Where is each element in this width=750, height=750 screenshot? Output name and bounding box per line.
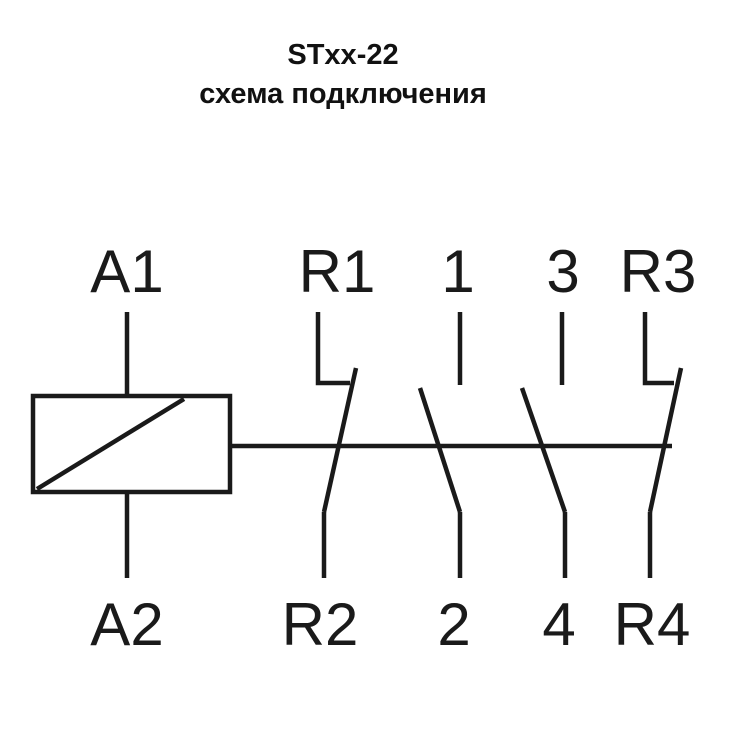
contact-r1-r2 [315,312,359,578]
contact-1-blade [417,387,463,513]
coil-symbol [30,312,233,578]
terminal-label-1: 1 [441,238,474,305]
terminal-label-r4: R4 [614,591,691,658]
contact-3-blade [519,387,568,513]
terminal-label-r1: R1 [299,238,376,305]
contact-r1-fixed-lead [315,312,350,386]
terminal-label-a1: A1 [90,238,163,305]
terminal-label-2: 2 [437,591,470,658]
contact-3-4 [519,312,568,578]
contact-r1-blade [321,367,359,513]
diagram-title-model: STxx-22 [287,39,398,71]
contact-r3-r4 [642,312,684,578]
contact-1-2 [417,312,463,578]
terminal-label-a2: A2 [90,591,163,658]
contact-r3-blade [647,367,684,513]
terminal-label-r2: R2 [282,591,359,658]
terminal-label-4: 4 [542,591,575,658]
diagram-title-subtitle: схема подключения [199,78,487,110]
coil-box [30,393,233,495]
terminal-label-r3: R3 [620,238,697,305]
terminal-label-3: 3 [546,238,579,305]
contact-r3-fixed-lead [642,312,674,386]
coil-diagonal [35,397,186,491]
